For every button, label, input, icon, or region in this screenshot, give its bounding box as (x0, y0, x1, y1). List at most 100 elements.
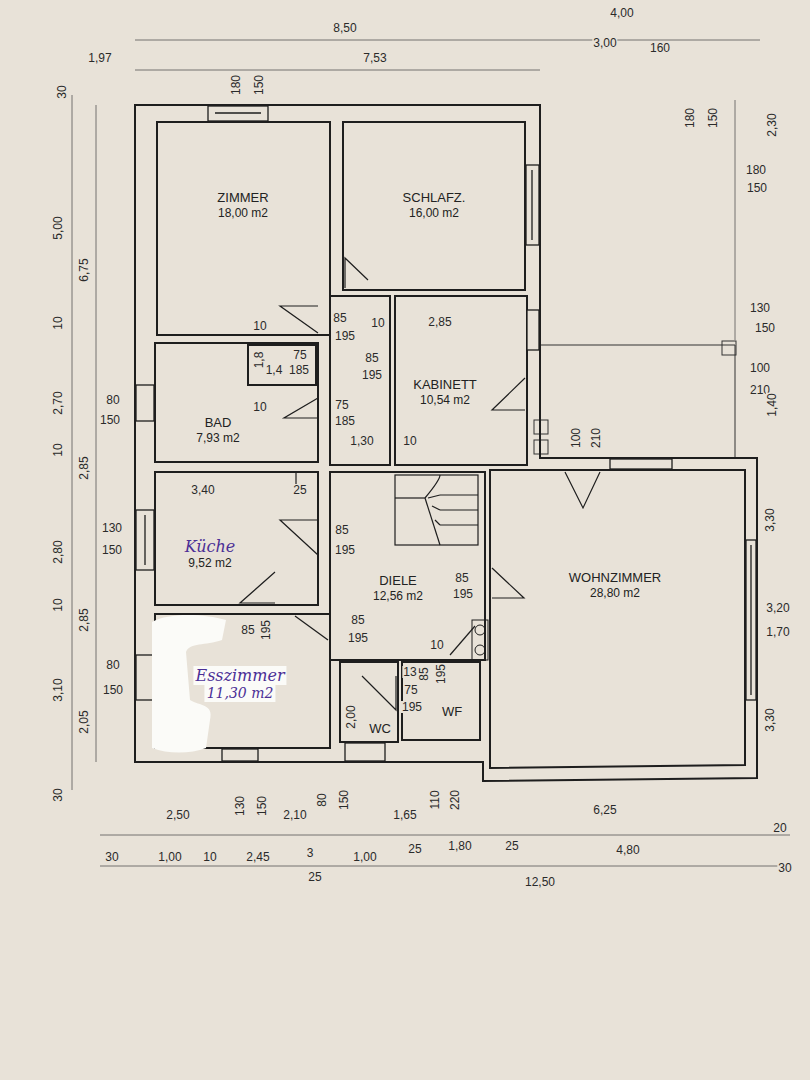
door-swing (284, 398, 318, 418)
window-symbol (222, 749, 258, 761)
dimension-label: 85 (350, 614, 365, 626)
dimension-label: 195 (334, 544, 356, 556)
room-text: Küche9,52 m2 (183, 537, 238, 571)
dimension-label: 130 (749, 302, 771, 314)
door-swing (240, 572, 275, 603)
room-wall (490, 470, 745, 768)
dimension-label: 130 (234, 795, 246, 817)
dimension-label: 110 (429, 789, 441, 810)
dimension-label: 1,97 (87, 52, 112, 64)
room-wall (330, 296, 390, 465)
dimension-label: 150 (253, 74, 265, 96)
dimension-label: 3,30 (764, 707, 776, 732)
dimension-label: 4,80 (615, 844, 640, 856)
stove-symbol (472, 620, 488, 660)
dimension-label: 210 (590, 427, 602, 449)
dimension-label: 8,50 (332, 22, 357, 34)
doors (240, 258, 600, 710)
dimension-label: 6,25 (592, 804, 617, 816)
dimension-label: 10 (402, 435, 417, 447)
dimension-label: 30 (56, 84, 68, 99)
room-area-value: 12,56 m2 (371, 589, 425, 603)
dimension-label: 195 (361, 369, 383, 381)
dimension-label: 1,65 (392, 809, 417, 821)
room-name: Küche (183, 537, 238, 556)
window-symbol (527, 310, 539, 350)
door-swing (565, 472, 600, 508)
room-wall (343, 122, 525, 290)
room-area-value: 10,54 m2 (418, 393, 472, 407)
dimension-label: 2,70 (52, 390, 64, 415)
dimension-label: 10 (429, 639, 444, 651)
dimension-label: 2,10 (282, 809, 307, 821)
dimension-label: 2,80 (52, 539, 64, 564)
dimension-label: 10 (370, 317, 385, 329)
dimension-label: 85 (332, 312, 347, 324)
dimension-label: 150 (754, 322, 776, 334)
stairs (395, 475, 478, 545)
dimension-label: 75 (292, 349, 307, 361)
dimension-label: 195 (401, 701, 423, 713)
dimension-label: 30 (777, 862, 792, 874)
dimension-label: 2,00 (345, 704, 357, 729)
room-name: WC (367, 721, 393, 737)
dimension-label: 1,30 (349, 435, 374, 447)
post-symbol (722, 341, 736, 355)
room-area: ZIMMER18,00 m2 (157, 122, 330, 335)
dimension-line (135, 70, 540, 71)
dimension-label: 180 (684, 107, 696, 129)
terrace (534, 341, 736, 458)
stair-symbol (395, 475, 478, 545)
room-name: WF (440, 704, 464, 720)
room-area: SCHLAFZ.16,00 m2 (343, 122, 525, 290)
room-wall (155, 343, 318, 462)
window-symbol (610, 459, 672, 469)
dimension-label: 1,80 (447, 840, 472, 852)
dimension-label: 5,00 (52, 215, 64, 240)
dimension-label: 25 (504, 840, 519, 852)
dimension-label: 85 (454, 572, 469, 584)
dimension-label: 2,85 (78, 607, 90, 632)
dimension-label: 3 (306, 847, 315, 859)
window-symbol (215, 112, 261, 113)
room-name: BAD (203, 415, 234, 431)
shower-box (248, 345, 316, 385)
dimension-label: 12,50 (524, 876, 556, 888)
stair-symbol (425, 498, 440, 545)
dimension-label: 1,40 (766, 392, 778, 417)
room-text: WC (367, 721, 393, 737)
dimension-label: 85 (364, 352, 379, 364)
dimension-label: 3,20 (765, 602, 790, 614)
window-symbol (208, 106, 268, 121)
dimension-label: 30 (52, 787, 64, 802)
room-text: DIELE12,56 m2 (371, 573, 425, 603)
dimension-label: 10 (252, 320, 267, 332)
door-swing (345, 258, 368, 288)
door-swing (280, 520, 318, 555)
outer-wall (135, 105, 757, 781)
dimension-label: 1,00 (157, 851, 182, 863)
dimension-label: 2,30 (766, 112, 778, 137)
window-symbol (136, 510, 154, 570)
room-text: ZIMMER18,00 m2 (215, 190, 270, 220)
room-area-value: 18,00 m2 (216, 206, 270, 220)
room-wall (155, 472, 318, 605)
room-wall (395, 296, 527, 465)
dimension-label: 150 (707, 107, 719, 129)
terrace-outline (540, 345, 735, 458)
stove-symbol (475, 645, 485, 655)
dimension-label: 3,00 (592, 37, 617, 49)
window-symbol (144, 515, 145, 565)
window-symbol (750, 545, 751, 695)
dimension-label: 185 (288, 364, 310, 376)
stove-symbol (475, 625, 485, 635)
door-swing (492, 378, 525, 410)
dimension-label: 7,53 (362, 52, 387, 64)
dimension-label: 160 (649, 42, 671, 54)
dimension-label: 195 (452, 588, 474, 600)
window-symbol (531, 170, 532, 240)
room-name: SCHLAFZ. (401, 190, 468, 206)
dimension-label: 195 (334, 330, 356, 342)
room-wall (330, 472, 485, 660)
dimension-label: 150 (101, 544, 123, 556)
